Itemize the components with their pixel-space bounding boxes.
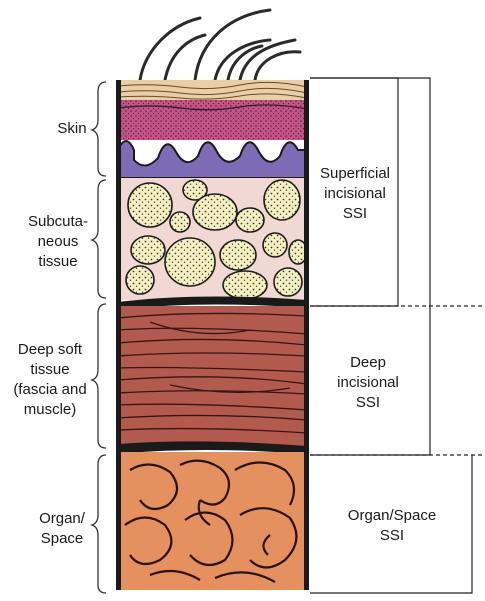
hair-strands-icon <box>140 10 300 80</box>
column-border-right <box>304 80 309 590</box>
label-subcutaneous-tissue: Subcuta- neous tissue <box>20 212 96 272</box>
label-superficial-incisional-ssi: Superficial incisional SSI <box>308 164 402 224</box>
basal-layer <box>118 141 307 178</box>
column-border-left <box>116 80 121 590</box>
muscle-layer <box>118 306 307 446</box>
label-deep-incisional-ssi: Deep incisional SSI <box>318 353 418 413</box>
curly-brace-icon <box>92 82 106 593</box>
label-organ-space-ssi: Organ/Space SSI <box>322 506 462 546</box>
label-organ-space: Organ/ Space <box>30 509 94 549</box>
label-skin: Skin <box>50 119 94 139</box>
label-deep-soft-tissue: Deep soft tissue (fascia and muscle) <box>6 340 94 420</box>
organ-layer <box>118 452 307 590</box>
